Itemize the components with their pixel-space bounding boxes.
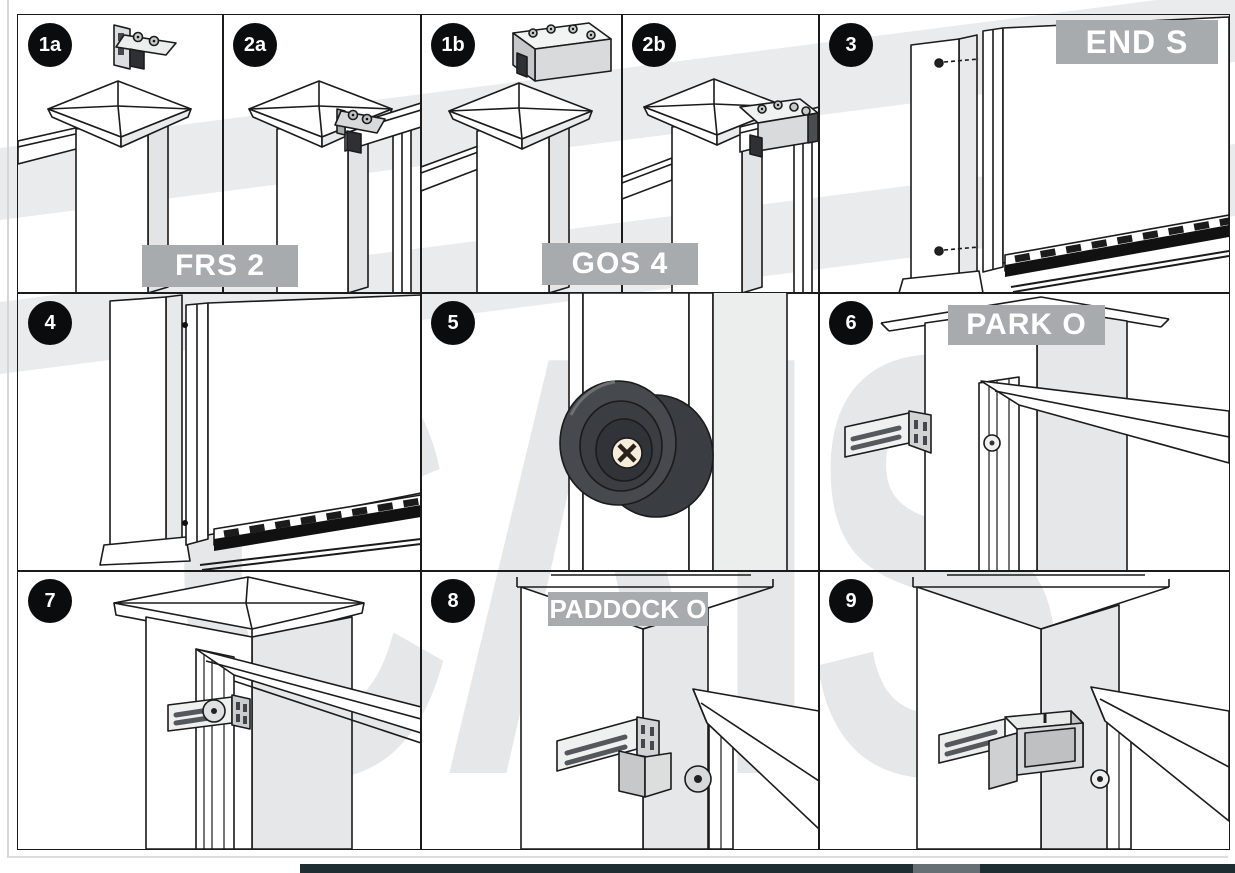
panel-6-illustration — [844, 296, 1229, 571]
panel-7: 7 — [17, 570, 422, 850]
panel-9-illustration — [912, 574, 1229, 849]
step-badge-2b: 2b — [632, 23, 676, 67]
panel-4: 4 — [17, 292, 422, 572]
step-badge-3: 3 — [829, 23, 873, 67]
panel-2b: 2b — [621, 14, 820, 294]
product-label-ends: END S — [1056, 20, 1218, 64]
panel-2b-illustration — [622, 78, 819, 293]
panel-3-illustration — [898, 16, 1229, 293]
step-badge-8: 8 — [431, 579, 475, 623]
panel-5: 5 — [420, 292, 820, 572]
panel-6: 6 — [818, 292, 1230, 572]
step-badge-1b: 1b — [431, 23, 475, 67]
panel-7-illustration — [113, 576, 421, 849]
product-label-paddocko: PADDOCK O — [548, 592, 708, 626]
product-label-frs2: FRS 2 — [142, 245, 298, 287]
step-badge-1a: 1a — [28, 23, 72, 67]
step-badge-6: 6 — [829, 301, 873, 345]
scrollbar-thumb[interactable] — [913, 864, 980, 873]
panel-8: 8 — [420, 570, 820, 850]
panel-9: 9 — [818, 570, 1230, 850]
panel-8-illustration — [516, 574, 819, 849]
panel-3: 3 — [818, 14, 1230, 294]
product-label-parko: PARK O — [948, 305, 1105, 345]
panel-5-illustration — [559, 293, 788, 571]
product-label-gos4: GOS 4 — [542, 243, 698, 285]
step-badge-9: 9 — [829, 579, 873, 623]
horizontal-scrollbar[interactable] — [300, 864, 1235, 873]
step-badge-5: 5 — [431, 301, 475, 345]
page-bottom-edge — [8, 856, 1228, 858]
page-left-edge — [7, 0, 9, 858]
step-badge-7: 7 — [28, 579, 72, 623]
step-badge-4: 4 — [28, 301, 72, 345]
panel-4-illustration — [99, 294, 421, 571]
step-badge-2a: 2a — [233, 23, 277, 67]
panel-2a: 2a — [222, 14, 422, 294]
